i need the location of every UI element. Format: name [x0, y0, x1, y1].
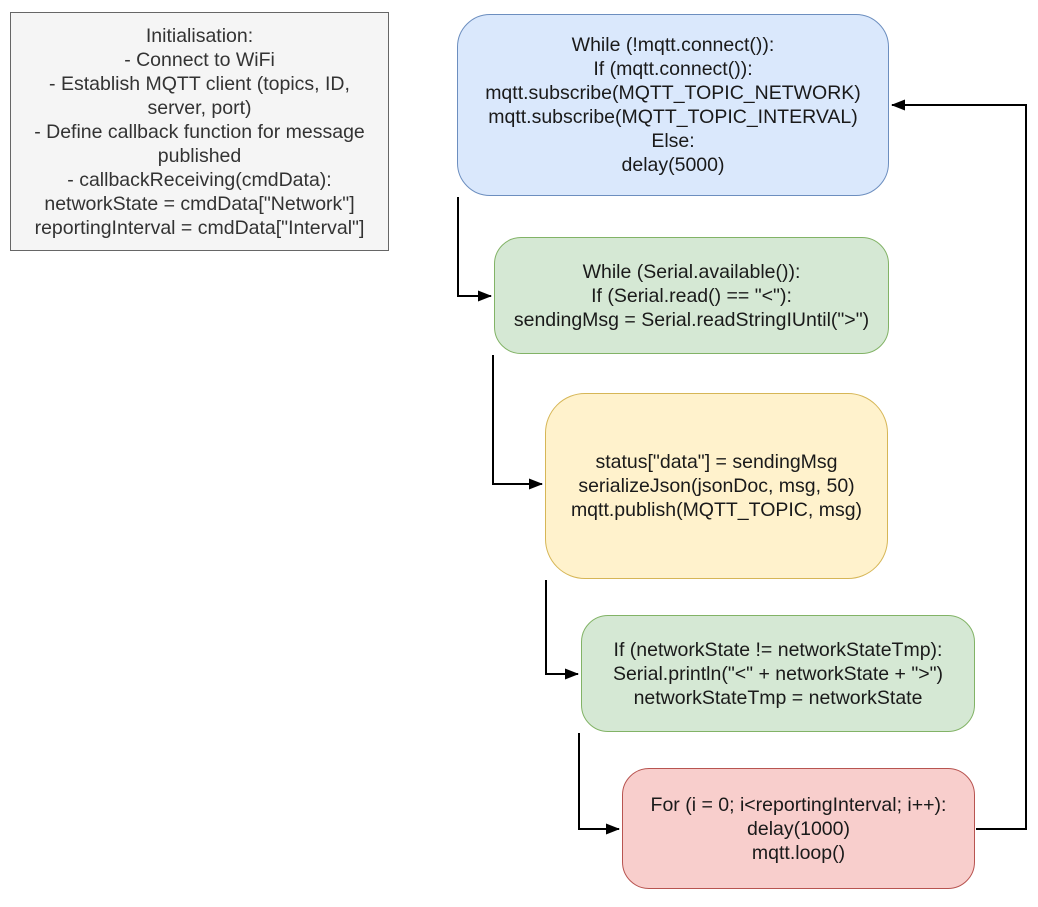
node-text-line: sendingMsg = Serial.readStringIUntil(">"…: [513, 308, 870, 331]
node-text-line: - Connect to WiFi: [124, 48, 275, 71]
node-text-line: networkState = cmdData["Network"]: [44, 192, 355, 215]
node-serial-read: While (Serial.available()):If (Serial.re…: [494, 237, 889, 354]
node-text-line: mqtt.subscribe(MQTT_TOPIC_INTERVAL): [488, 106, 858, 128]
node-text-line: published: [157, 144, 242, 167]
node-text-line: networkStateTmp = networkState: [633, 686, 923, 709]
connector-publish-to-network-state: [545, 580, 579, 680]
node-text-line: - Establish MQTT client (topics, ID,: [49, 72, 350, 95]
node-mqtt-connect: While (!mqtt.connect()):If (mqtt.connect…: [457, 14, 889, 196]
node-text-line: Else:: [651, 130, 695, 152]
node-text-line: If (Serial.read() == "<"):: [591, 284, 792, 307]
node-text-line: While (Serial.available()):: [582, 260, 801, 283]
node-text-line: delay(5000): [621, 154, 725, 176]
node-text-line: reportingInterval = cmdData["Interval"]: [34, 216, 365, 239]
node-text-line: mqtt.publish(MQTT_TOPIC, msg): [570, 499, 863, 521]
node-text-line: Serial.println("<" + networkState + ">"): [612, 662, 944, 685]
connector-network-state-to-loop: [578, 733, 620, 835]
node-text-line: serializeJson(jsonDoc, msg, 50): [578, 475, 855, 497]
connector-serial-read-to-publish: [492, 355, 543, 490]
node-network-state: If (networkState != networkStateTmp):Ser…: [581, 615, 975, 732]
connector-connect-to-serial-read: [457, 197, 492, 302]
node-text-line: mqtt.subscribe(MQTT_TOPIC_NETWORK): [485, 82, 861, 104]
node-text-line: For (i = 0; i<reportingInterval; i++):: [650, 793, 947, 816]
node-text-line: status["data"] = sendingMsg: [595, 451, 838, 473]
node-text-line: Initialisation:: [145, 24, 254, 47]
node-text-line: If (networkState != networkStateTmp):: [613, 638, 943, 661]
node-reporting-loop: For (i = 0; i<reportingInterval; i++):de…: [622, 768, 975, 889]
node-text-line: If (mqtt.connect()):: [593, 58, 753, 80]
node-text-line: - callbackReceiving(cmdData):: [67, 168, 332, 191]
node-text-line: server, port): [147, 96, 252, 119]
node-text-line: While (!mqtt.connect()):: [571, 34, 775, 56]
node-text-line: mqtt.loop(): [751, 841, 846, 864]
node-text-line: delay(1000): [747, 817, 850, 840]
node-text-line: - Define callback function for message: [34, 120, 365, 143]
node-initialisation: Initialisation:- Connect to WiFi- Establ…: [10, 12, 389, 251]
